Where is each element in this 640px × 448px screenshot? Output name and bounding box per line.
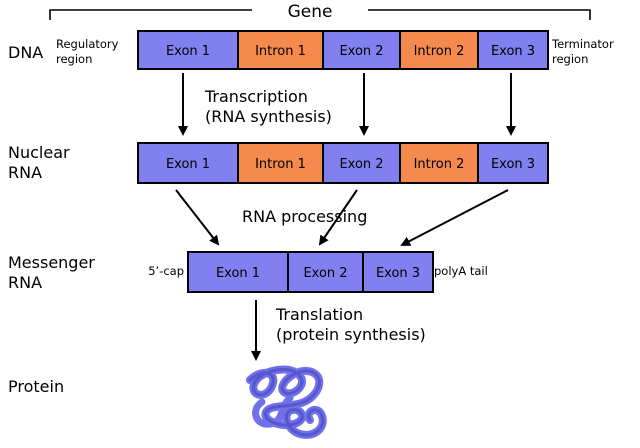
arrow-exon1-processing (175, 189, 220, 246)
mrna-segment-exon-3 (362, 251, 434, 293)
nuclear-segment-label-4: Intron 2 (414, 157, 465, 172)
messenger-rna-bar: Exon 1 Exon 2 Exon 3 (187, 251, 434, 293)
nuclear-segment-exon-1 (137, 142, 239, 184)
nuclear-segment-label-1: Exon 1 (166, 157, 210, 172)
five-prime-cap-label: 5’-cap (148, 264, 184, 278)
dna-bar: Exon 1 Intron 1 Exon 2 Intron 2 Exon 3 (137, 30, 549, 70)
dna-segment-intron-2 (237, 30, 324, 70)
row-label-dna: DNA (8, 43, 43, 62)
dna-segment-exon-5 (477, 30, 549, 70)
nuclear-segment-intron-4 (399, 142, 479, 184)
row-label-messenger-rna: Messenger RNA (8, 253, 100, 292)
dna-segment-exon-1 (137, 30, 239, 70)
dna-segment-label-2: Intron 1 (255, 44, 306, 59)
row-label-protein: Protein (8, 377, 64, 396)
dna-segment-label-5: Exon 3 (491, 44, 535, 59)
nuclear-segment-label-3: Exon 2 (339, 157, 383, 172)
nuclear-segment-label-2: Intron 1 (255, 157, 306, 172)
polya-tail-label: polyA tail (434, 264, 488, 278)
row-label-nuclear-rna: Nuclear RNA (8, 143, 75, 182)
rna-processing-label: RNA processing (242, 207, 367, 226)
arrow-exon3-processing (400, 189, 509, 246)
transcription-arrows (178, 73, 516, 136)
dna-segment-label-3: Exon 2 (339, 44, 383, 59)
mrna-segment-label-2: Exon 2 (303, 266, 347, 281)
nuclear-segment-exon-5 (477, 142, 549, 184)
nuclear-segment-label-5: Exon 3 (491, 157, 535, 172)
terminator-region-label: Terminator region (551, 37, 617, 66)
nuclear-rna-bar: Exon 1 Intron 1 Exon 2 Intron 2 Exon 3 (137, 142, 549, 184)
translation-label: Translation (protein synthesis) (275, 305, 426, 344)
processing-arrows (175, 189, 509, 246)
nuclear-segment-intron-2 (237, 142, 324, 184)
dna-segment-label-1: Exon 1 (166, 44, 210, 59)
gene-bracket: Gene (49, 2, 591, 22)
dna-segment-label-4: Intron 2 (414, 44, 465, 59)
dna-segment-exon-3 (322, 30, 401, 70)
protein-coil-icon (246, 365, 327, 439)
mrna-segment-label-3: Exon 3 (376, 266, 420, 281)
regulatory-region-label: Regulatory region (56, 37, 122, 66)
arrow-exon2-processing (318, 189, 358, 246)
mrna-segment-exon-2 (287, 251, 364, 293)
nuclear-segment-exon-3 (322, 142, 401, 184)
gene-label: Gene (288, 2, 333, 22)
mrna-segment-label-1: Exon 1 (216, 266, 260, 281)
transcription-label: Transcription (RNA synthesis) (204, 87, 332, 126)
